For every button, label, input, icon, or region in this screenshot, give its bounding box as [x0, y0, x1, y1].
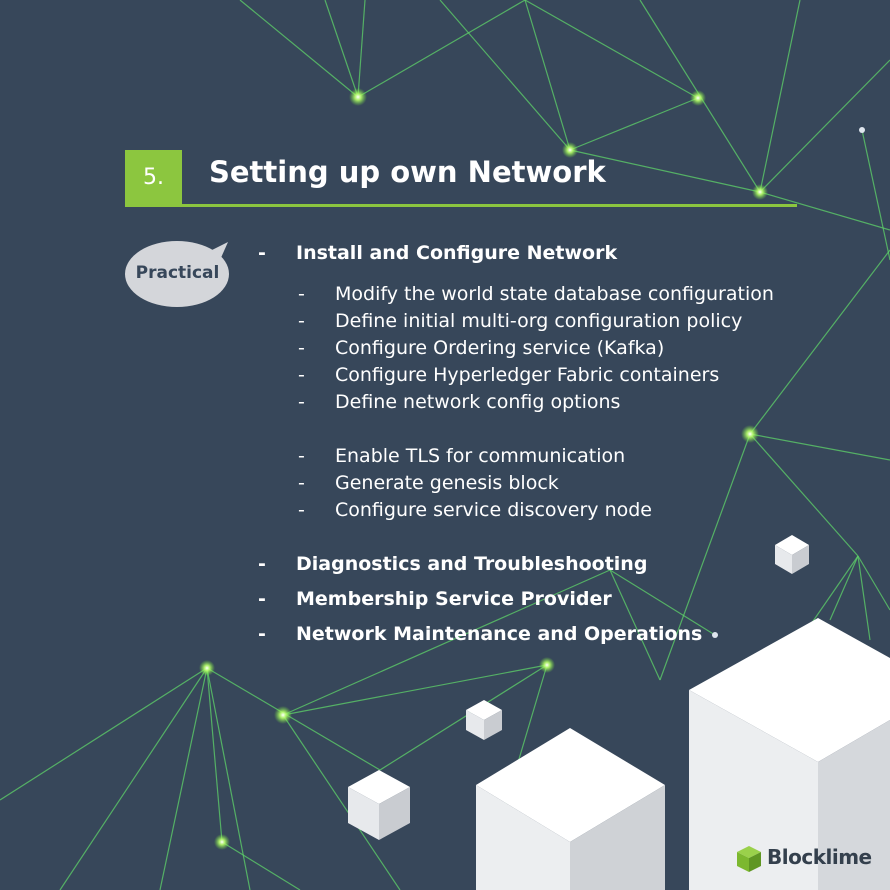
dash-bullet: - — [258, 553, 266, 575]
topic-title: Network Maintenance and Operations — [296, 623, 703, 645]
cubes — [348, 535, 890, 890]
brand-name: Blocklime — [767, 845, 872, 869]
dash-bullet: - — [298, 310, 305, 332]
dash-bullet: - — [298, 445, 305, 467]
section-header: 5. Setting up own Network — [125, 150, 797, 207]
dash-bullet: - — [258, 623, 266, 645]
subtopic-text: Define initial multi-org configuration p… — [335, 310, 743, 332]
dash-bullet: - — [298, 499, 305, 521]
dash-bullet: - — [298, 283, 305, 305]
subtopic-text: Configure Ordering service (Kafka) — [335, 337, 665, 359]
subtopic-text: Configure Hyperledger Fabric containers — [335, 364, 720, 386]
dash-bullet: - — [298, 472, 305, 494]
practical-bubble: Practical — [124, 238, 231, 308]
section-number: 5. — [125, 150, 182, 206]
dash-bullet: - — [258, 588, 266, 610]
green-cube-logo-icon — [737, 846, 761, 872]
brand-logo: Blocklime — [735, 842, 875, 874]
header-underline — [125, 204, 797, 207]
subtopic-text: Configure service discovery node — [335, 499, 652, 521]
subtopic-text: Enable TLS for communication — [335, 445, 626, 467]
dash-bullet: - — [298, 337, 305, 359]
section-title: Setting up own Network — [209, 155, 606, 189]
topic-title: Membership Service Provider — [296, 588, 612, 610]
glowing-nodes — [199, 88, 865, 850]
subtopic-text: Generate genesis block — [335, 472, 559, 494]
topic-title: Diagnostics and Troubleshooting — [296, 553, 648, 575]
dash-bullet: - — [258, 242, 266, 264]
dash-bullet: - — [298, 364, 305, 386]
speech-bubble-icon — [125, 241, 229, 307]
bubble-label: Practical — [135, 263, 220, 283]
subtopic-text: Modify the world state database configur… — [335, 283, 774, 305]
topic-title: Install and Configure Network — [296, 242, 618, 264]
subtopic-text: Define network config options — [335, 391, 621, 413]
dash-bullet: - — [298, 391, 305, 413]
